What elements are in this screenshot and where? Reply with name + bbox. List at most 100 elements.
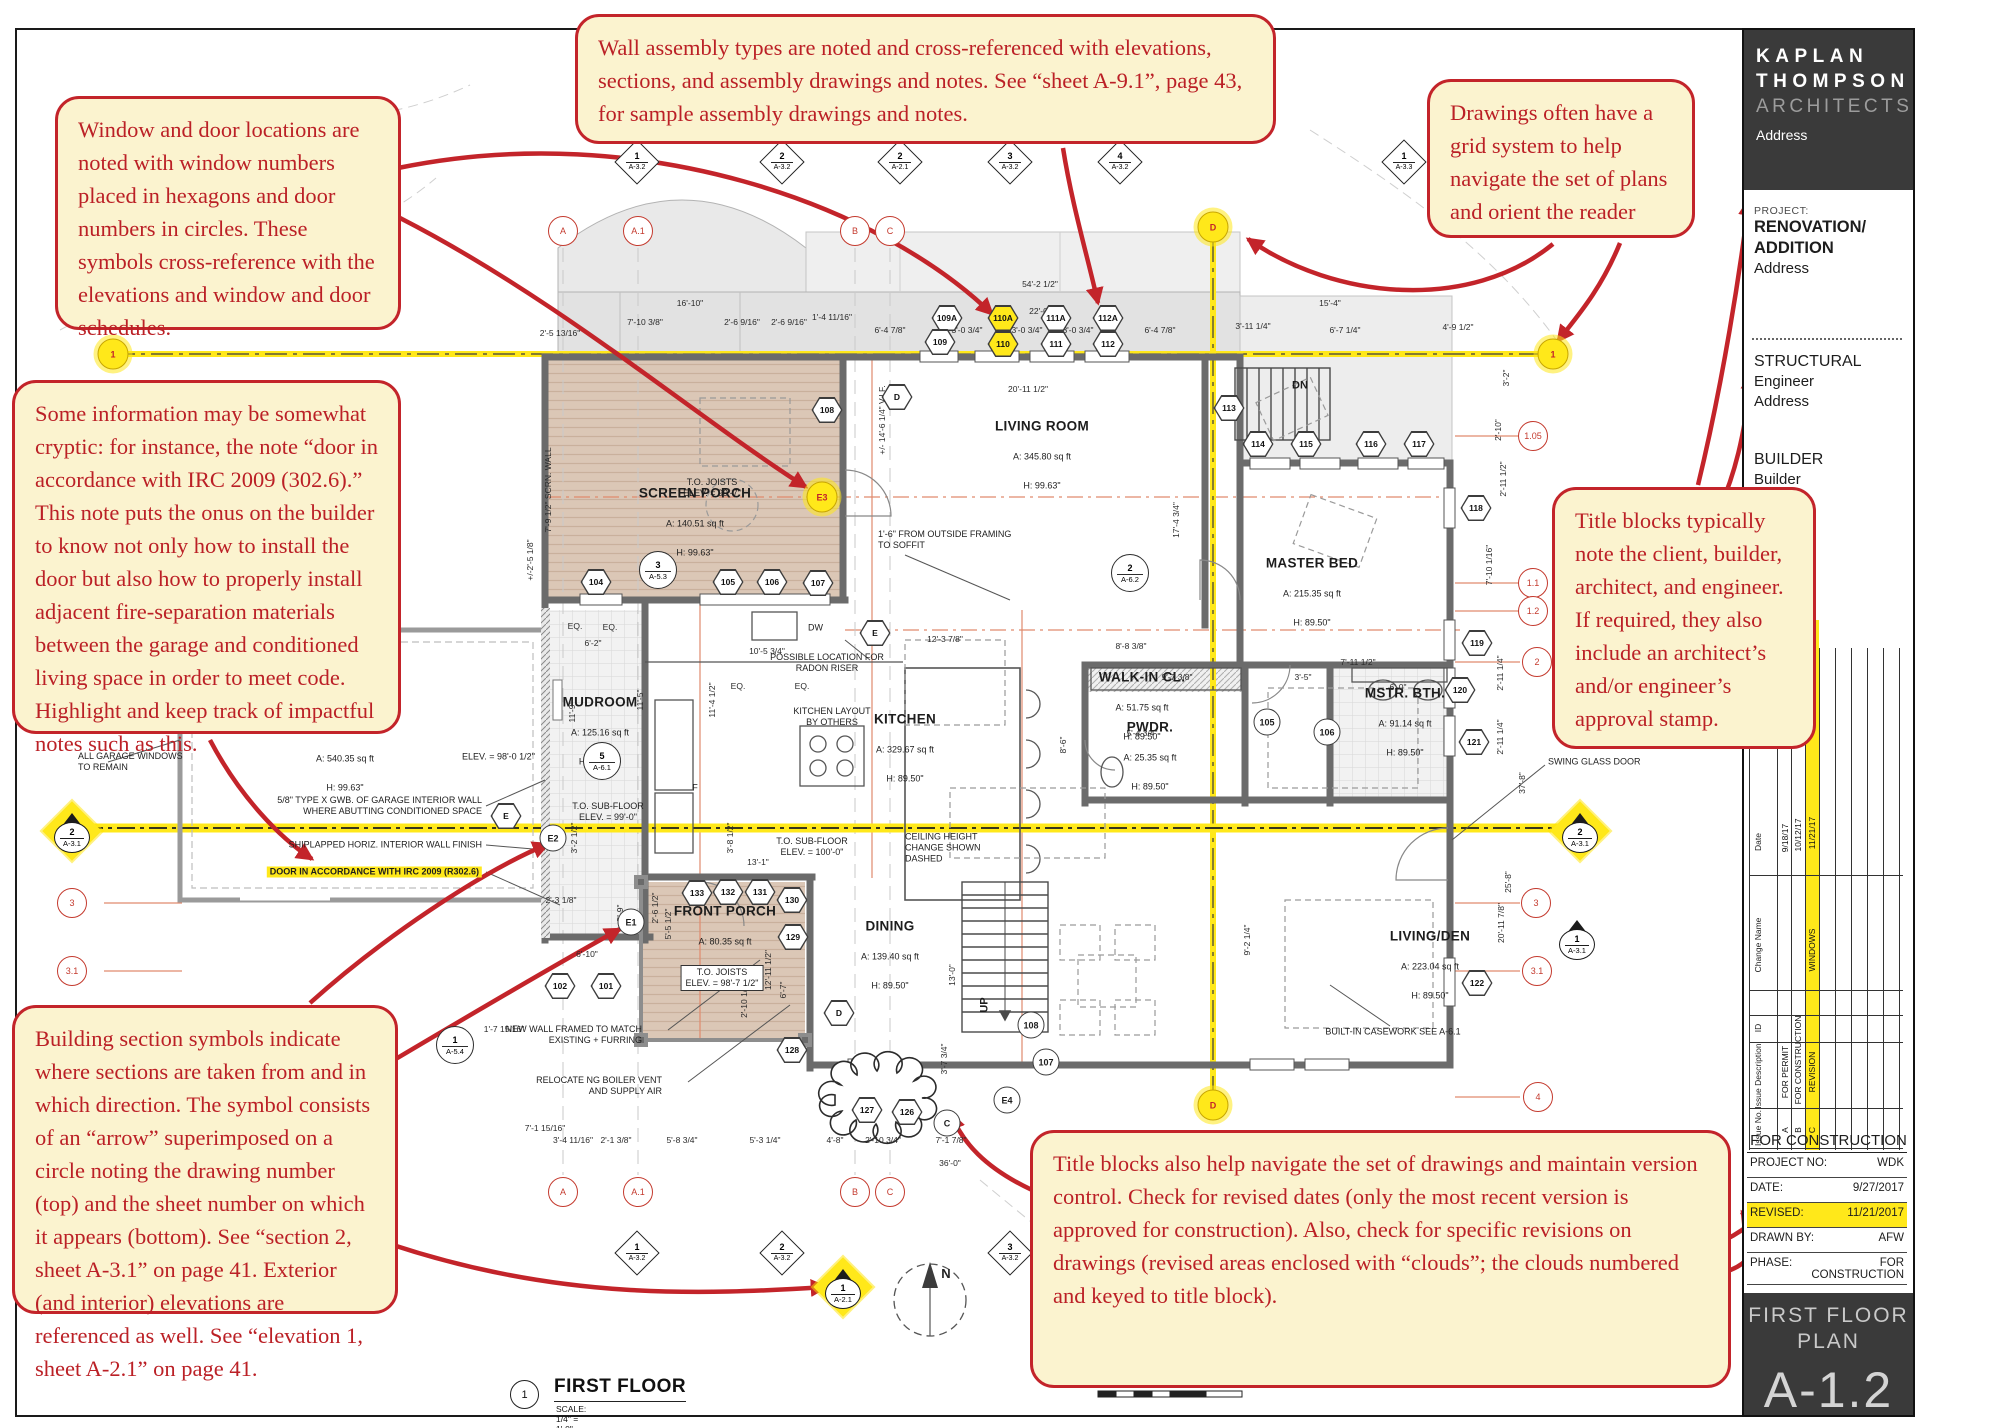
dimension-label: EQ.: [794, 681, 810, 691]
plan-note: BUILT-IN CASEWORK SEE A-6.1: [1325, 1026, 1461, 1037]
window-number-hexagon: D: [823, 1000, 855, 1026]
revision-cell: FOR CONSTRUCTION: [1793, 1015, 1803, 1105]
floor-fills: [547, 359, 1447, 1040]
dimension-label: 7'-1 7/8": [935, 1135, 967, 1145]
revision-cell: WINDOWS: [1807, 928, 1817, 972]
dimension-label: 2'-1 3/8": [600, 1135, 632, 1145]
revision-cell: Change Name: [1753, 917, 1763, 973]
plan-note: T.O. JOISTS ELEV. = 99'-7": [683, 477, 741, 498]
dimension-label: 37'-8": [1517, 772, 1527, 794]
window-number-hexagon: 108: [811, 397, 843, 423]
drawing-number-circle: 1: [510, 1380, 539, 1409]
grid-or-door-circle: A.1: [623, 1177, 653, 1207]
grid-or-door-circle: A: [548, 1177, 578, 1207]
grid-or-door-circle: 1.05: [1518, 421, 1548, 451]
dimension-label: 2'-6 1/2": [650, 892, 660, 924]
plan-note: UP: [978, 997, 991, 1013]
window-number-hexagon: 130: [776, 887, 808, 913]
dimension-label: 2'-10": [1493, 419, 1503, 441]
grid-or-door-circle: 3.1: [57, 956, 87, 986]
roof-plan: [557, 199, 1453, 462]
grid-or-door-circle: C: [875, 1177, 905, 1207]
plan-note: RELOCATE NG BOILER VENT AND SUPPLY AIR: [536, 1075, 662, 1096]
window-number-hexagon: 128: [776, 1037, 808, 1063]
dimension-label: 3'-8 1/2": [725, 822, 735, 854]
dimension-label: 17'-4 3/4": [1171, 502, 1181, 538]
dimension-label: 4'-9 1/2": [1442, 322, 1474, 332]
window-number-hexagon: 126: [891, 1099, 923, 1125]
window-number-hexagon: 129: [777, 924, 809, 950]
room-label: SCREEN PORCH A: 140.51 sq ft H: 99.63": [638, 485, 752, 558]
scale-bar: [1097, 1390, 1243, 1398]
grid-or-door-circle: D: [1197, 1089, 1229, 1121]
plan-note: T.O. JOISTS ELEV. = 98'-7 1/2": [680, 965, 764, 991]
dimension-label: 3'-2 1/2": [569, 822, 579, 854]
window-number-hexagon: 107: [802, 570, 834, 596]
grid-or-door-circle: 1: [1537, 338, 1569, 370]
grid-or-door-circle: E3: [806, 481, 838, 513]
dimension-label: 8'-6": [1058, 736, 1068, 754]
window-number-hexagon: 132: [712, 879, 744, 905]
dimension-label: 11'-4 1/2": [707, 682, 717, 718]
grid-or-door-circle: A.1: [623, 216, 653, 246]
firm-name: KAPLAN: [1756, 46, 1869, 67]
meta-row: DRAWN BY: AFW: [1747, 1228, 1907, 1253]
grid-or-door-circle: B: [840, 216, 870, 246]
dimension-label: 54'-2 1/2": [1022, 279, 1058, 289]
plan-note: SHIPLAPPED HORIZ. INTERIOR WALL FINISH: [288, 839, 482, 850]
window-number-hexagon: 131: [744, 879, 776, 905]
window-number-hexagon: 104: [580, 569, 612, 595]
room-label: DINING A: 139.40 sq ft H: 89.50": [860, 918, 920, 991]
dimension-label: 16'-10": [676, 298, 704, 308]
grid-or-door-circle: 3: [57, 888, 87, 918]
dimension-label: 2'-5 13/16": [539, 328, 581, 338]
room-label: MASTER BED A: 215.35 sq ft H: 89.50": [1265, 555, 1359, 628]
callout-window-door: Window and door locations are noted with…: [55, 96, 401, 340]
plan-note: T.O. SUB-FLOOR ELEV. = 99'-0": [572, 801, 644, 822]
drawing-scale: SCALE: 1/4" = 1'-0": [556, 1404, 587, 1428]
window-number-hexagon: 133: [681, 880, 713, 906]
grid-or-door-circle: A: [548, 216, 578, 246]
firm-address: Address: [1756, 127, 1808, 143]
window-number-hexagon: 106: [756, 569, 788, 595]
dimension-label: 22'-0": [1029, 306, 1051, 316]
dimension-label: 9'-7 3/8": [1161, 672, 1193, 682]
leader-lines: [107, 554, 1546, 1083]
grid-or-door-circle: 107: [1032, 1048, 1060, 1076]
dimension-label: 3'-2": [1501, 369, 1511, 387]
meta-row: PROJECT NO: WDK: [1747, 1153, 1907, 1178]
dimension-label: 2'-11 1/2": [1498, 461, 1508, 497]
dimension-label: 5'-5 1/2": [663, 908, 673, 940]
north-label: N: [941, 1266, 950, 1281]
dimension-label: 5'-8 3/4": [666, 1135, 698, 1145]
room-label: LIVING ROOM A: 345.80 sq ft H: 99.63": [994, 418, 1090, 491]
dimension-label: 13'-0": [947, 964, 957, 986]
window-number-hexagon: D: [881, 384, 913, 410]
fixtures: [645, 611, 1448, 901]
grid-or-door-circle: 1: [97, 338, 129, 370]
revision-cell: REVISION: [1807, 1051, 1817, 1093]
dimension-label: 3'-7 3/4": [939, 1043, 949, 1075]
grid-or-door-circle: E1: [617, 908, 645, 936]
grid-or-door-circle: 2: [1522, 647, 1552, 677]
firm-logo: KAPLAN THOMPSON ARCHITECTS Address: [1744, 30, 1913, 190]
sheet-id: FIRST FLOOR PLAN A-1.2: [1744, 1293, 1913, 1418]
plan-note: DN: [1292, 379, 1308, 392]
plan-note: F: [692, 782, 698, 793]
revision-cloud: [817, 1050, 938, 1145]
grid-or-door-circle: C: [933, 1109, 961, 1137]
plan-note: KITCHEN LAYOUT BY OTHERS: [793, 706, 871, 727]
grid-or-door-circle: 4: [1523, 1082, 1553, 1112]
dimension-label: 1'-4 11/16": [812, 312, 852, 322]
title-block: KAPLAN THOMPSON ARCHITECTS Address PROJE…: [1742, 28, 1915, 1418]
dimension-label: 11'-9": [567, 701, 577, 723]
revision-cell: Issue No.: [1753, 1110, 1763, 1146]
window-number-hexagon: 127: [851, 1097, 883, 1123]
grid-or-door-circle: 1.1: [1518, 568, 1548, 598]
dimension-label: 2'-11 1/4": [1495, 719, 1505, 755]
dimension-label: 8'-8 3/8": [1115, 641, 1147, 651]
